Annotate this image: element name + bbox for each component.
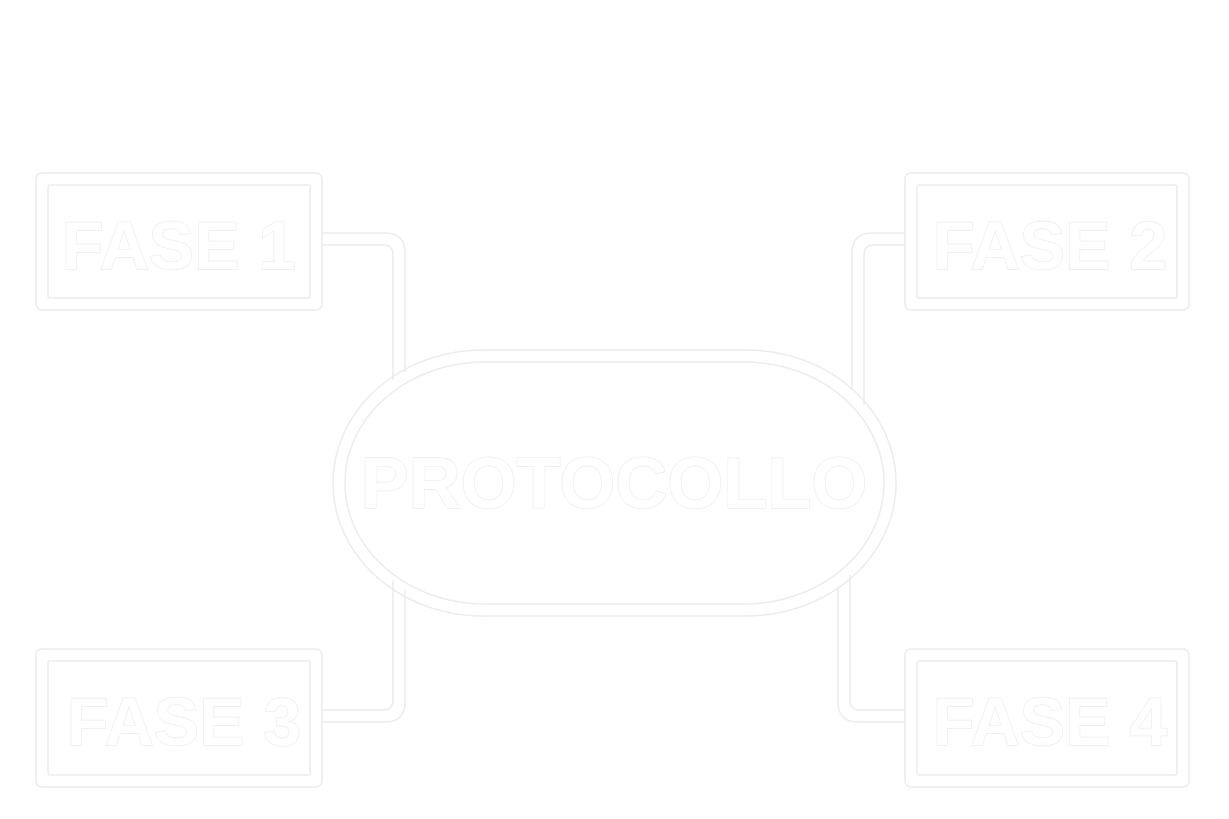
phase-box-1: FASE 1 <box>35 172 323 311</box>
phase-label-2: FASE 2 <box>933 208 1167 284</box>
connector-fase-4 <box>837 588 905 723</box>
phase-box-4: FASE 4 <box>904 648 1190 788</box>
connectors <box>322 232 905 723</box>
phase-box-2: FASE 2 <box>904 172 1190 311</box>
phase-label-1: FASE 1 <box>62 208 296 284</box>
phase-box-3: FASE 3 <box>35 648 323 788</box>
center-label: PROTOCOLLO <box>361 444 868 524</box>
connector-fase-1 <box>322 232 406 372</box>
phase-label-4: FASE 4 <box>933 684 1167 760</box>
phase-label-3: FASE 3 <box>67 684 301 760</box>
connector-fase-2 <box>851 232 905 390</box>
connector-fase-3 <box>322 590 406 723</box>
center-node: PROTOCOLLO <box>332 349 897 617</box>
